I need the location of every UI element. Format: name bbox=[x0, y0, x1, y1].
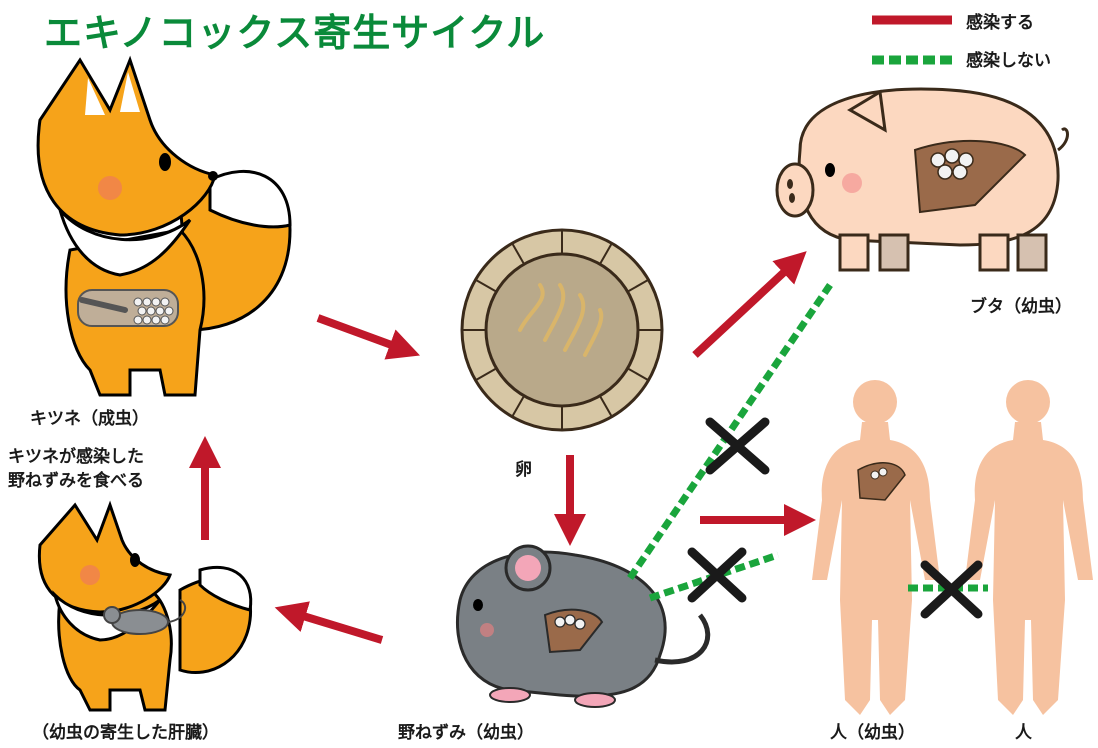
cross-mark-1 bbox=[705, 417, 770, 475]
cross-mark-3 bbox=[920, 560, 983, 619]
egg-illustration bbox=[460, 228, 664, 432]
label-mouse: 野ねずみ（幼虫） bbox=[398, 723, 534, 743]
label-fox-eats-line1: キツネが感染した bbox=[8, 447, 144, 467]
fox-adult-illustration bbox=[36, 55, 292, 397]
human-larva-illustration bbox=[812, 380, 940, 715]
label-egg: 卵 bbox=[515, 460, 532, 480]
label-pig: ブタ（幼虫） bbox=[970, 297, 1072, 317]
legend-infect-label: 感染する bbox=[966, 13, 1034, 33]
mouse-illustration bbox=[455, 544, 711, 708]
arrow-mouse-to-fox bbox=[274, 601, 384, 644]
arrow-fox-to-egg bbox=[316, 314, 421, 360]
label-fox-adult: キツネ（成虫） bbox=[30, 409, 149, 429]
label-human-larva: 人（幼虫） bbox=[830, 723, 915, 743]
page-title: エキノコックス寄生サイクル bbox=[44, 11, 546, 55]
human-illustration bbox=[965, 380, 1093, 715]
label-fox-liver: （幼虫の寄生した肝臓） bbox=[32, 723, 219, 743]
label-human: 人 bbox=[1015, 723, 1032, 743]
pig-illustration bbox=[775, 87, 1069, 272]
cross-mark-2 bbox=[687, 547, 747, 603]
cross-marks bbox=[687, 417, 983, 619]
arrow-egg-to-pig bbox=[692, 251, 807, 358]
fox-eating-mouse-illustration bbox=[37, 500, 253, 712]
infect-arrows bbox=[189, 251, 816, 644]
legend-no-infect-label: 感染しない bbox=[966, 51, 1051, 71]
label-fox-eats-line2: 野ねずみを食べる bbox=[8, 471, 144, 491]
